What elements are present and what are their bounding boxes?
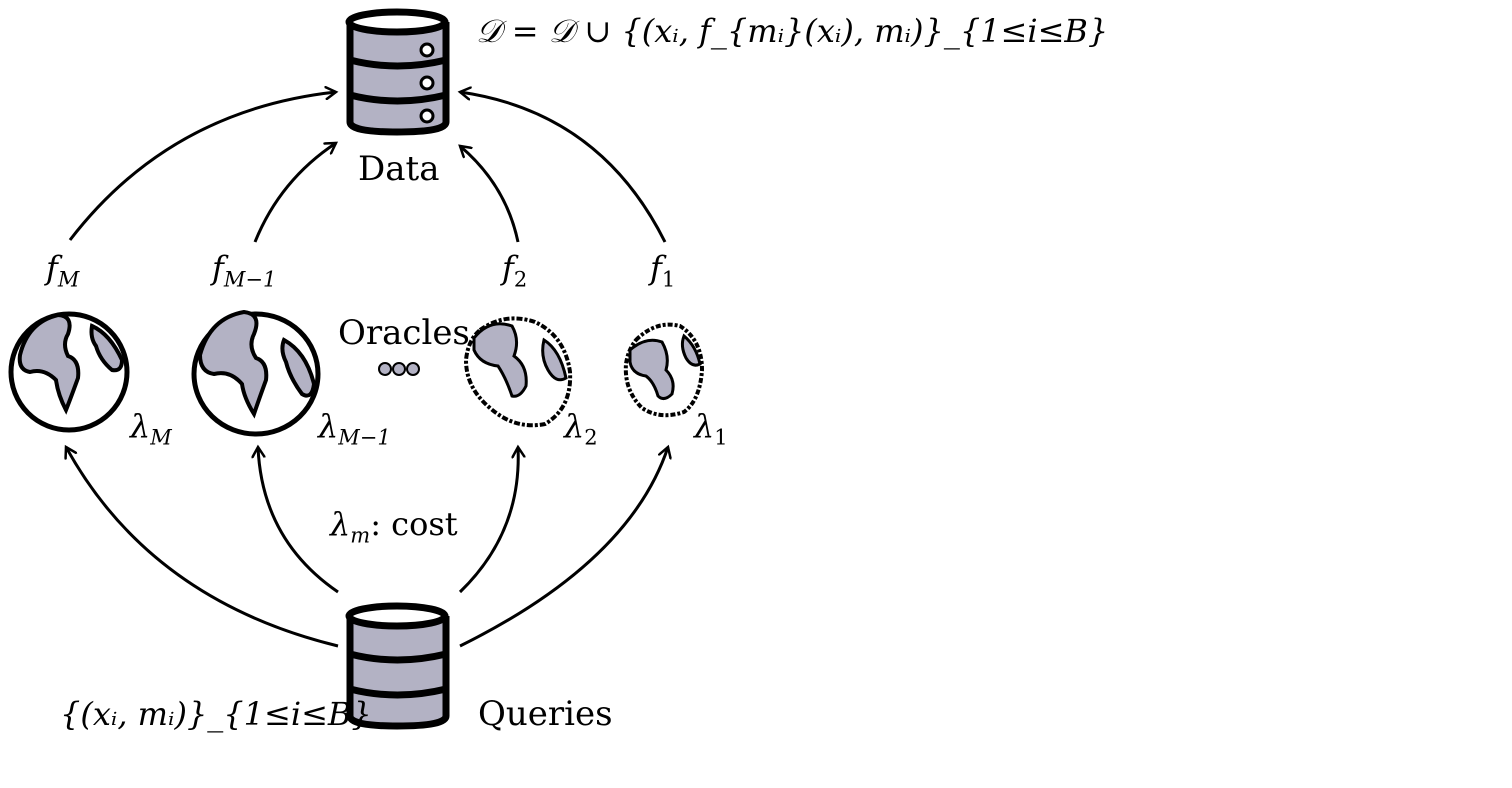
oracle-cost-label-m-minus-1: λM−1 xyxy=(318,407,391,450)
ellipsis-dots-icon xyxy=(378,362,420,376)
cost-note: λm: cost xyxy=(330,508,458,546)
arrow-f1-to-data xyxy=(460,92,667,243)
dataset-update-formula: 𝒟 = 𝒟 ∪ {(xᵢ, f_{mᵢ}(xᵢ), mᵢ)}_{1≤i≤B} xyxy=(476,12,1109,50)
globe-icon-m xyxy=(8,311,130,433)
oracle-f-label-1: f1 xyxy=(650,249,676,292)
arrow-queries-to-globe-2 xyxy=(458,447,518,594)
data-label: Data xyxy=(358,149,440,189)
arrow-fM-to-data xyxy=(68,92,336,241)
arrow-queries-to-globe-m1 xyxy=(258,447,339,594)
lower-arrows xyxy=(66,447,668,648)
arrow-queries-to-globe-1 xyxy=(459,447,668,648)
arrow-queries-to-globe-m xyxy=(66,447,339,648)
oracle-cost-label-2: λ2 xyxy=(564,407,598,450)
arrow-fM1-to-data xyxy=(253,143,336,243)
upper-arrows xyxy=(68,92,667,243)
globe-icon-2 xyxy=(463,316,573,428)
oracles-label: Oracles xyxy=(338,313,470,353)
query-set-formula: {(xᵢ, mᵢ)}_{1≤i≤B} xyxy=(60,695,372,733)
oracle-cost-label-1: λ1 xyxy=(694,407,728,450)
cost-note-symbol: λ xyxy=(330,505,351,543)
queries-database-icon xyxy=(345,602,450,730)
oracle-f-label-m: fM xyxy=(46,249,80,292)
arrow-f2-to-data xyxy=(460,146,520,243)
globe-icon-m-minus-1 xyxy=(191,309,321,437)
oracle-f-label-2: f2 xyxy=(502,249,528,292)
data-database-icon xyxy=(345,8,450,136)
oracle-f-label-m-minus-1: fM−1 xyxy=(212,249,277,292)
queries-label: Queries xyxy=(478,694,613,734)
oracle-cost-label-m: λM xyxy=(130,407,172,450)
cost-note-text: : cost xyxy=(370,505,458,543)
cost-note-sub: m xyxy=(350,523,371,548)
globe-icon-1 xyxy=(623,322,705,418)
